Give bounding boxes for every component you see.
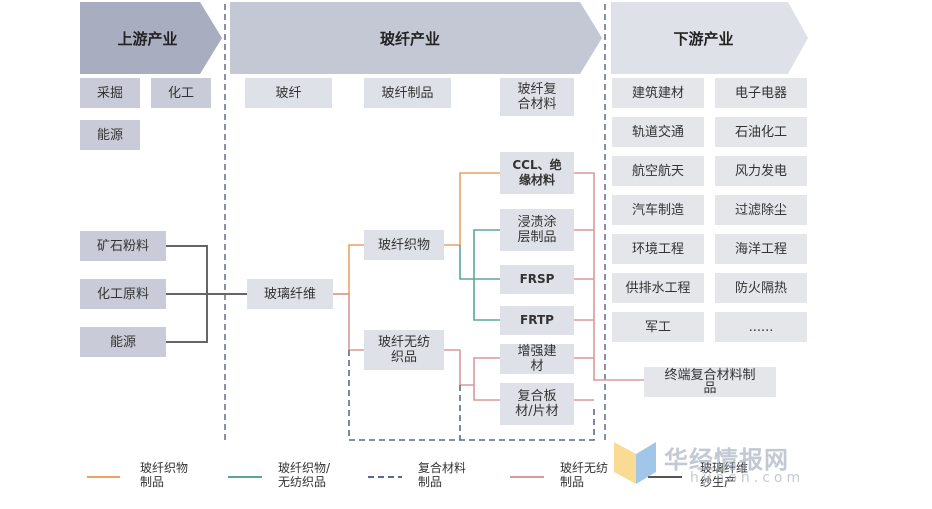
teal-to-frtp bbox=[473, 279, 500, 321]
node-ccl: CCL、绝 缘材料 bbox=[500, 152, 574, 194]
midstream-arrow bbox=[230, 2, 602, 74]
legend-label: 玻纤织物/ 无纺织品 bbox=[278, 461, 331, 489]
upstream-item-chemical: 化工 bbox=[151, 78, 211, 108]
legend-label: 玻纤织物 制品 bbox=[140, 461, 189, 489]
downstream-header: 下游产业 bbox=[673, 29, 734, 48]
orange-to-fabric bbox=[333, 244, 364, 295]
downstream-item: 电子电器 bbox=[715, 78, 807, 108]
node-end-product: 终端复合材料制 品 bbox=[644, 367, 776, 397]
downstream-item: 汽车制造 bbox=[612, 195, 704, 225]
pink-to-reinforced bbox=[444, 349, 500, 386]
downstream-item: 军工 bbox=[612, 312, 704, 342]
node-frsp: FRSP bbox=[500, 265, 574, 294]
downstream-item: ...... bbox=[715, 312, 807, 342]
watermark-cn: 华经情报网 bbox=[664, 446, 789, 474]
legend-label: 玻璃纤维 纱生产 bbox=[700, 461, 749, 489]
raw-input-energy: 能源 bbox=[80, 327, 166, 357]
downstream-item: 环境工程 bbox=[612, 234, 704, 264]
watermark-logo-icon bbox=[614, 442, 656, 484]
downstream-item: 轨道交通 bbox=[612, 117, 704, 147]
pink-bus bbox=[574, 172, 644, 381]
navy-dashed-loop bbox=[348, 350, 595, 441]
downstream-item: 防火隔热 bbox=[715, 273, 807, 303]
downstream-item: 过滤除尘 bbox=[715, 195, 807, 225]
downstream-arrow bbox=[611, 2, 808, 74]
pink-to-board bbox=[473, 385, 500, 401]
downstream-item: 石油化工 bbox=[715, 117, 807, 147]
raw-input-ore: 矿石粉料 bbox=[80, 231, 166, 261]
mid-item-fiber-products: 玻纤制品 bbox=[364, 78, 451, 108]
gray-connectors bbox=[166, 245, 247, 343]
raw-input-chemical: 化工原料 bbox=[80, 279, 166, 309]
legend-swatches bbox=[87, 476, 682, 478]
downstream-item: 风力发电 bbox=[715, 156, 807, 186]
orange-fabric-to-ccl bbox=[444, 172, 500, 246]
node-reinforced: 增强建 材 bbox=[500, 344, 574, 374]
stage-arrows bbox=[80, 2, 808, 74]
watermark-en: huaon.com bbox=[690, 470, 805, 486]
legend-label: 复合材料 制品 bbox=[418, 461, 467, 489]
downstream-item: 海洋工程 bbox=[715, 234, 807, 264]
downstream-item: 建筑建材 bbox=[612, 78, 704, 108]
node-frtp: FRTP bbox=[500, 306, 574, 335]
mid-item-glass-fiber: 玻纤 bbox=[245, 78, 332, 108]
upstream-arrow bbox=[80, 2, 222, 74]
node-nonwoven: 玻纤无纺 织品 bbox=[364, 330, 444, 370]
downstream-item: 航空航天 bbox=[612, 156, 704, 186]
node-composite-board: 复合板 材/片材 bbox=[500, 383, 574, 425]
upstream-item-energy: 能源 bbox=[80, 120, 140, 150]
node-fabric: 玻纤织物 bbox=[364, 230, 444, 260]
upstream-item-mining: 采掘 bbox=[80, 78, 140, 108]
legend-label: 玻纤无纺 制品 bbox=[560, 461, 609, 489]
node-impregnated: 浸渍涂 层制品 bbox=[500, 209, 574, 251]
downstream-item: 供排水工程 bbox=[612, 273, 704, 303]
node-glass-fiber: 玻璃纤维 bbox=[247, 279, 333, 309]
pink-to-nonwoven bbox=[333, 293, 364, 351]
mid-item-composites: 玻纤复 合材料 bbox=[500, 78, 574, 116]
midstream-header: 玻纤产业 bbox=[379, 29, 440, 48]
teal-to-impregnated bbox=[459, 229, 500, 280]
upstream-header: 上游产业 bbox=[117, 29, 178, 48]
